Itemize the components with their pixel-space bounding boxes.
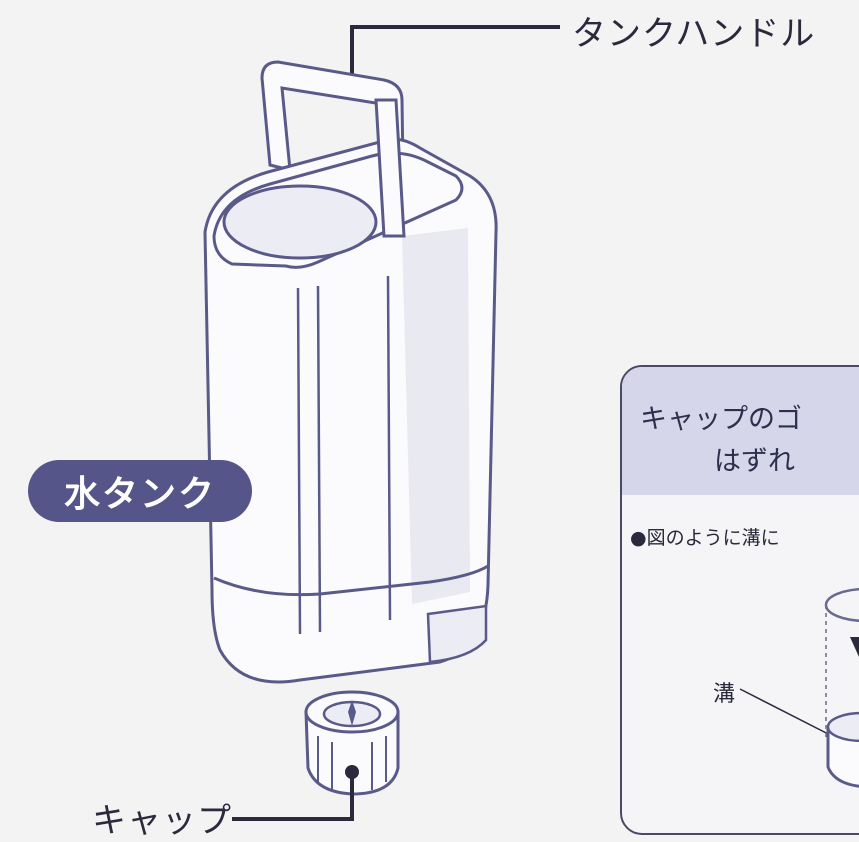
tank-bottom-step (426, 604, 488, 664)
groove-label: 溝 (713, 682, 736, 707)
cap-leader-dot (345, 765, 359, 779)
tank-panel-line (316, 285, 322, 633)
cap-label: キャップ (92, 801, 232, 841)
note-title-line1: キャップのゴ (640, 404, 802, 435)
tank-opening (222, 184, 378, 260)
tank-side-shade (402, 228, 470, 604)
cap-leader-line (232, 776, 354, 821)
cylinder-top (824, 587, 859, 623)
note-title-line2: はずれ (714, 446, 795, 477)
cap (304, 690, 400, 796)
cap-note-panel: キャップのゴ はずれ ●図のように溝に 溝 (620, 365, 859, 835)
tank-bottom-band (213, 564, 489, 597)
groove-leader-line (739, 688, 839, 740)
tank-handle-label: タンクハンドル (572, 14, 816, 54)
cap-groove-top (826, 711, 859, 743)
handle-leader-line (350, 25, 560, 78)
water-tank-badge: 水タンク (28, 460, 252, 522)
cap-groove-illustration (739, 587, 859, 788)
note-header (622, 367, 859, 495)
tank-panel-line (386, 275, 392, 621)
tank-handle-front (374, 98, 406, 238)
tank-panel-line (296, 287, 302, 635)
arrow-down (850, 637, 859, 657)
note-body-text: ●図のように溝に (630, 527, 780, 549)
